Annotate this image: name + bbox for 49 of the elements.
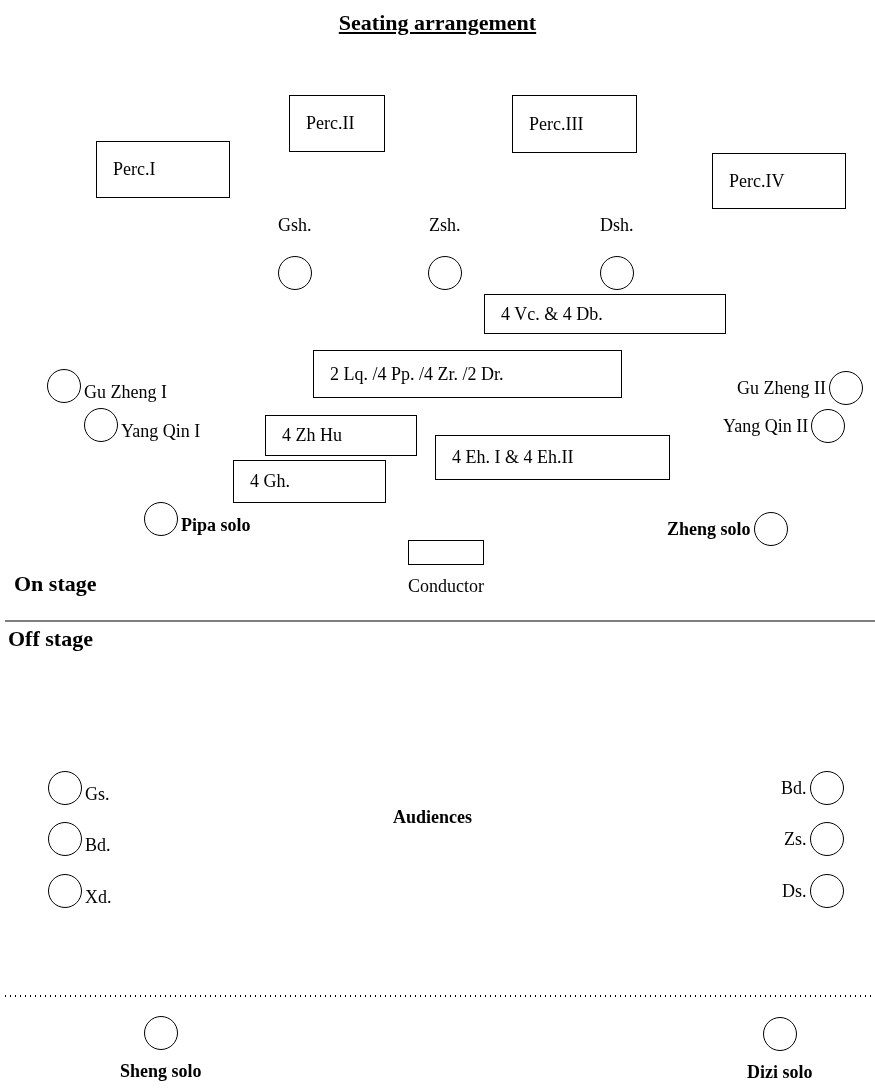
seat-circle xyxy=(810,771,844,805)
seat-label: Yang Qin II xyxy=(723,417,809,435)
seat-circle xyxy=(428,256,462,290)
seat-circle xyxy=(84,408,118,442)
seat-label: Zheng solo xyxy=(667,520,751,538)
seat-label: Gsh. xyxy=(278,216,312,234)
area-label: On stage xyxy=(14,573,97,595)
seat-circle xyxy=(48,822,82,856)
section-box: 4 Eh. I & 4 Eh.II xyxy=(435,435,670,480)
seat-circle xyxy=(47,369,81,403)
seat-label: Bd. xyxy=(781,779,807,797)
seat-label: Conductor xyxy=(408,577,484,595)
seat-circle xyxy=(754,512,788,546)
seat-label: Bd. xyxy=(85,836,111,854)
section-box: Perc.I xyxy=(96,141,230,198)
seat-label: Gu Zheng II xyxy=(737,379,826,397)
seat-circle xyxy=(278,256,312,290)
section-box: Perc.IV xyxy=(712,153,846,209)
seat-label: Zs. xyxy=(784,830,807,848)
seat-label: Gs. xyxy=(85,785,110,803)
seat-circle xyxy=(763,1017,797,1051)
seat-circle xyxy=(144,502,178,536)
seat-circle xyxy=(810,874,844,908)
diagram-title: Seating arrangement xyxy=(337,12,538,34)
seat-circle xyxy=(600,256,634,290)
section-box: 4 Zh Hu xyxy=(265,415,417,456)
section-box: 2 Lq. /4 Pp. /4 Zr. /2 Dr. xyxy=(313,350,622,398)
seat-circle xyxy=(48,771,82,805)
seat-circle xyxy=(144,1016,178,1050)
seat-label: Zsh. xyxy=(429,216,461,234)
seat-circle xyxy=(48,874,82,908)
seat-circle xyxy=(829,371,863,405)
seat-label: Sheng solo xyxy=(120,1062,202,1080)
area-label: Off stage xyxy=(8,628,93,650)
seat-label: Yang Qin I xyxy=(121,422,201,440)
section-box: Perc.II xyxy=(289,95,385,152)
section-box: Perc.III xyxy=(512,95,637,153)
audience-label: Audiences xyxy=(393,808,472,826)
seat-label: Dizi solo xyxy=(747,1063,813,1081)
seat-label: Dsh. xyxy=(600,216,634,234)
seat-label: Ds. xyxy=(782,882,807,900)
seat-label: Pipa solo xyxy=(181,516,251,534)
section-box: 4 Gh. xyxy=(233,460,386,503)
seat-label: Xd. xyxy=(85,888,112,906)
seat-circle xyxy=(811,409,845,443)
seat-label: Gu Zheng I xyxy=(84,383,167,401)
podium-box xyxy=(408,540,484,565)
seat-circle xyxy=(810,822,844,856)
section-box: 4 Vc. & 4 Db. xyxy=(484,294,726,334)
